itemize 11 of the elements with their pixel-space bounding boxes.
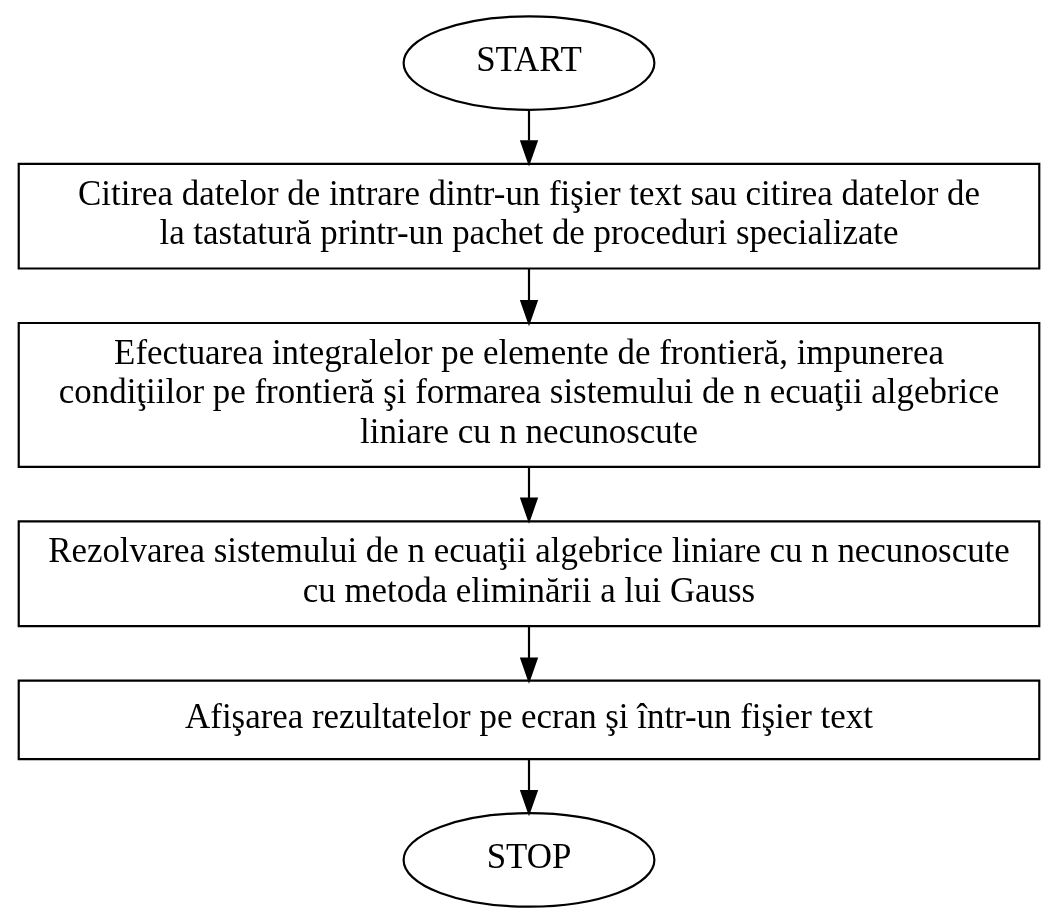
node-ellipse: STOP	[402, 812, 655, 908]
node-ellipse: START	[402, 15, 655, 111]
node-box: Rezolvarea sistemului de n ecuaţii algebrice liniare cu n necunoscute cu metoda eliminării a lui Gauss	[17, 520, 1040, 628]
arrow	[519, 626, 538, 684]
node-box: Afişarea rezultatelor pe ecran şi într-un fişier text	[17, 679, 1040, 761]
arrow	[519, 467, 538, 524]
node-box: Efectuarea integralelor pe elemente de frontieră, impunerea condiţiilor pe frontieră şi formarea sistemului de n ecuaţii algebrice liniare cu n necunoscute	[17, 321, 1040, 469]
arrow	[519, 268, 538, 327]
arrow	[519, 109, 538, 167]
arrow	[519, 759, 538, 817]
node-box: Citirea datelor de intrare dintr-un fişier text sau citirea datelor de la tastatură printr-un pachet de proceduri specializate	[17, 162, 1040, 270]
